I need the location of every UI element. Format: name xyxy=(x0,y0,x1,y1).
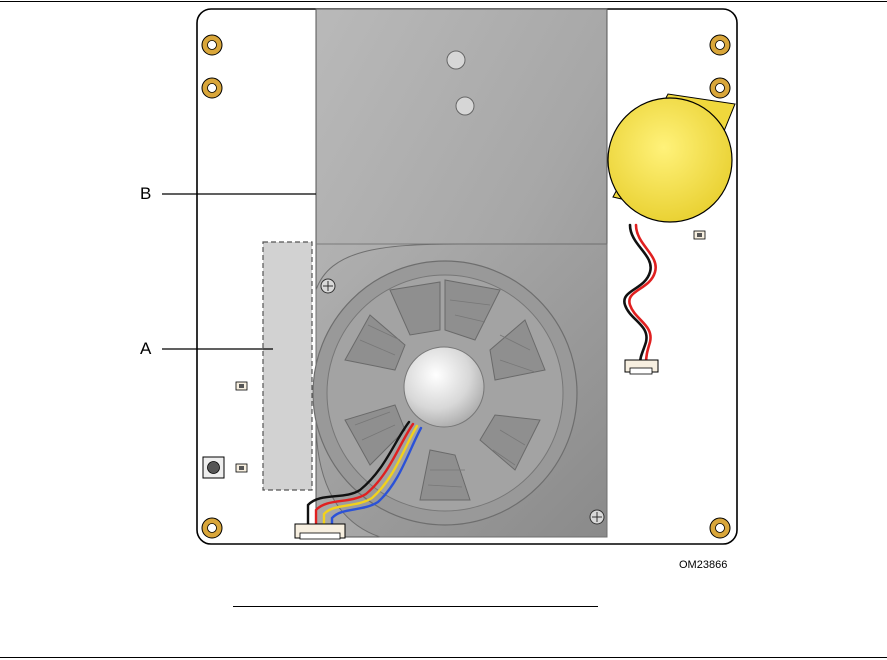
fan-screw-2 xyxy=(590,510,604,524)
battery-led xyxy=(694,231,705,239)
fan-hub xyxy=(404,347,484,427)
power-button xyxy=(203,457,224,478)
caption-rule xyxy=(233,606,598,607)
callout-a-label: A xyxy=(140,339,151,359)
led-component-2 xyxy=(236,464,247,472)
fan-connector xyxy=(295,524,345,539)
battery-cell xyxy=(608,98,732,222)
heatsink-screw-2 xyxy=(456,97,474,115)
fan-screw-1 xyxy=(321,279,335,293)
battery-connector xyxy=(625,360,658,374)
callout-b-label: B xyxy=(140,184,151,204)
heatsink-fan-assembly xyxy=(313,9,607,537)
led-component-1 xyxy=(236,382,247,390)
area-a-outline xyxy=(263,242,312,490)
figure-code: OM23866 xyxy=(679,559,727,571)
heatsink-screw-1 xyxy=(447,51,465,69)
